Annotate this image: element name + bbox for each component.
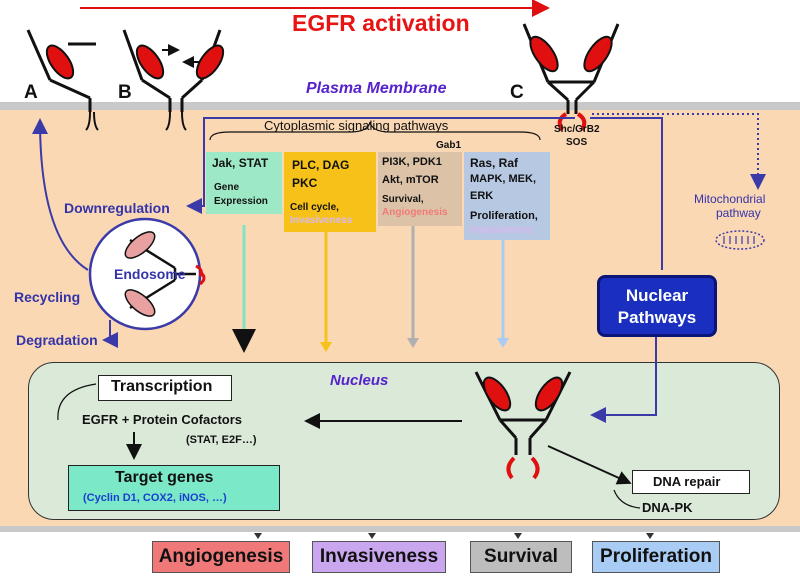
recycling-label: Recycling — [14, 289, 81, 305]
nuclear-receptor — [474, 371, 572, 480]
pathway-box-ras: Ras, Raf MAPK, MEK, ERK Proliferation, I… — [464, 152, 550, 240]
pathway-box-plc: PLC, DAG PKC Cell cycle, Invasiveness — [284, 152, 376, 232]
adaptor-label-1: Shc/GrB2 — [554, 124, 600, 135]
receptor-label-b: B — [118, 82, 132, 103]
cofactors-label: EGFR + Protein Cofactors — [82, 412, 242, 427]
degradation-label: Degradation — [16, 332, 98, 348]
mito-label-1: Mitochondrial — [694, 192, 766, 206]
cytoplasmic-brace — [209, 121, 541, 141]
nuclear-pathways-box: Nuclear Pathways — [597, 275, 717, 337]
diagram-title: EGFR activation — [292, 10, 470, 36]
transcription-box: Transcription — [98, 375, 232, 401]
receptor-label-c: C — [510, 82, 524, 103]
bottom-membrane-band — [0, 526, 800, 532]
receptor-b — [122, 29, 225, 131]
gab1-label: Gab1 — [436, 140, 462, 151]
outcome-survival: Survival — [470, 541, 572, 573]
receptor-label-a: A — [24, 82, 38, 103]
cofactor-examples: (STAT, E2F…) — [186, 434, 257, 446]
receptor-a — [26, 29, 99, 131]
adaptor-label-2: SOS — [566, 137, 588, 148]
pathway-box-jak-stat: Jak, STAT Gene Expression — [206, 152, 282, 214]
target-genes-box: Target genes (Cyclin D1, COX2, iNOS, …) — [68, 465, 280, 511]
receptor-c — [522, 23, 620, 132]
mito-label-2: pathway — [716, 206, 761, 220]
mitochondrion-icon — [715, 230, 765, 250]
nucleus-label: Nucleus — [330, 372, 389, 389]
plasma-membrane-band — [0, 102, 800, 110]
dna-repair-box: DNA repair — [632, 470, 750, 494]
outcome-invasiveness: Invasiveness — [312, 541, 446, 573]
outcome-proliferation: Proliferation — [592, 541, 720, 573]
cytoplasmic-label: Cytoplasmic signaling pathways — [264, 118, 449, 133]
endosome-label: Endosome — [114, 266, 186, 282]
outcome-angiogenesis: Angiogenesis — [152, 541, 290, 573]
dna-pk-label: DNA-PK — [642, 500, 693, 515]
pathway-box-pi3k: PI3K, PDK1 Akt, mTOR Survival, Angiogene… — [378, 152, 462, 226]
downregulation-label: Downregulation — [64, 200, 170, 216]
membrane-label: Plasma Membrane — [306, 80, 447, 97]
